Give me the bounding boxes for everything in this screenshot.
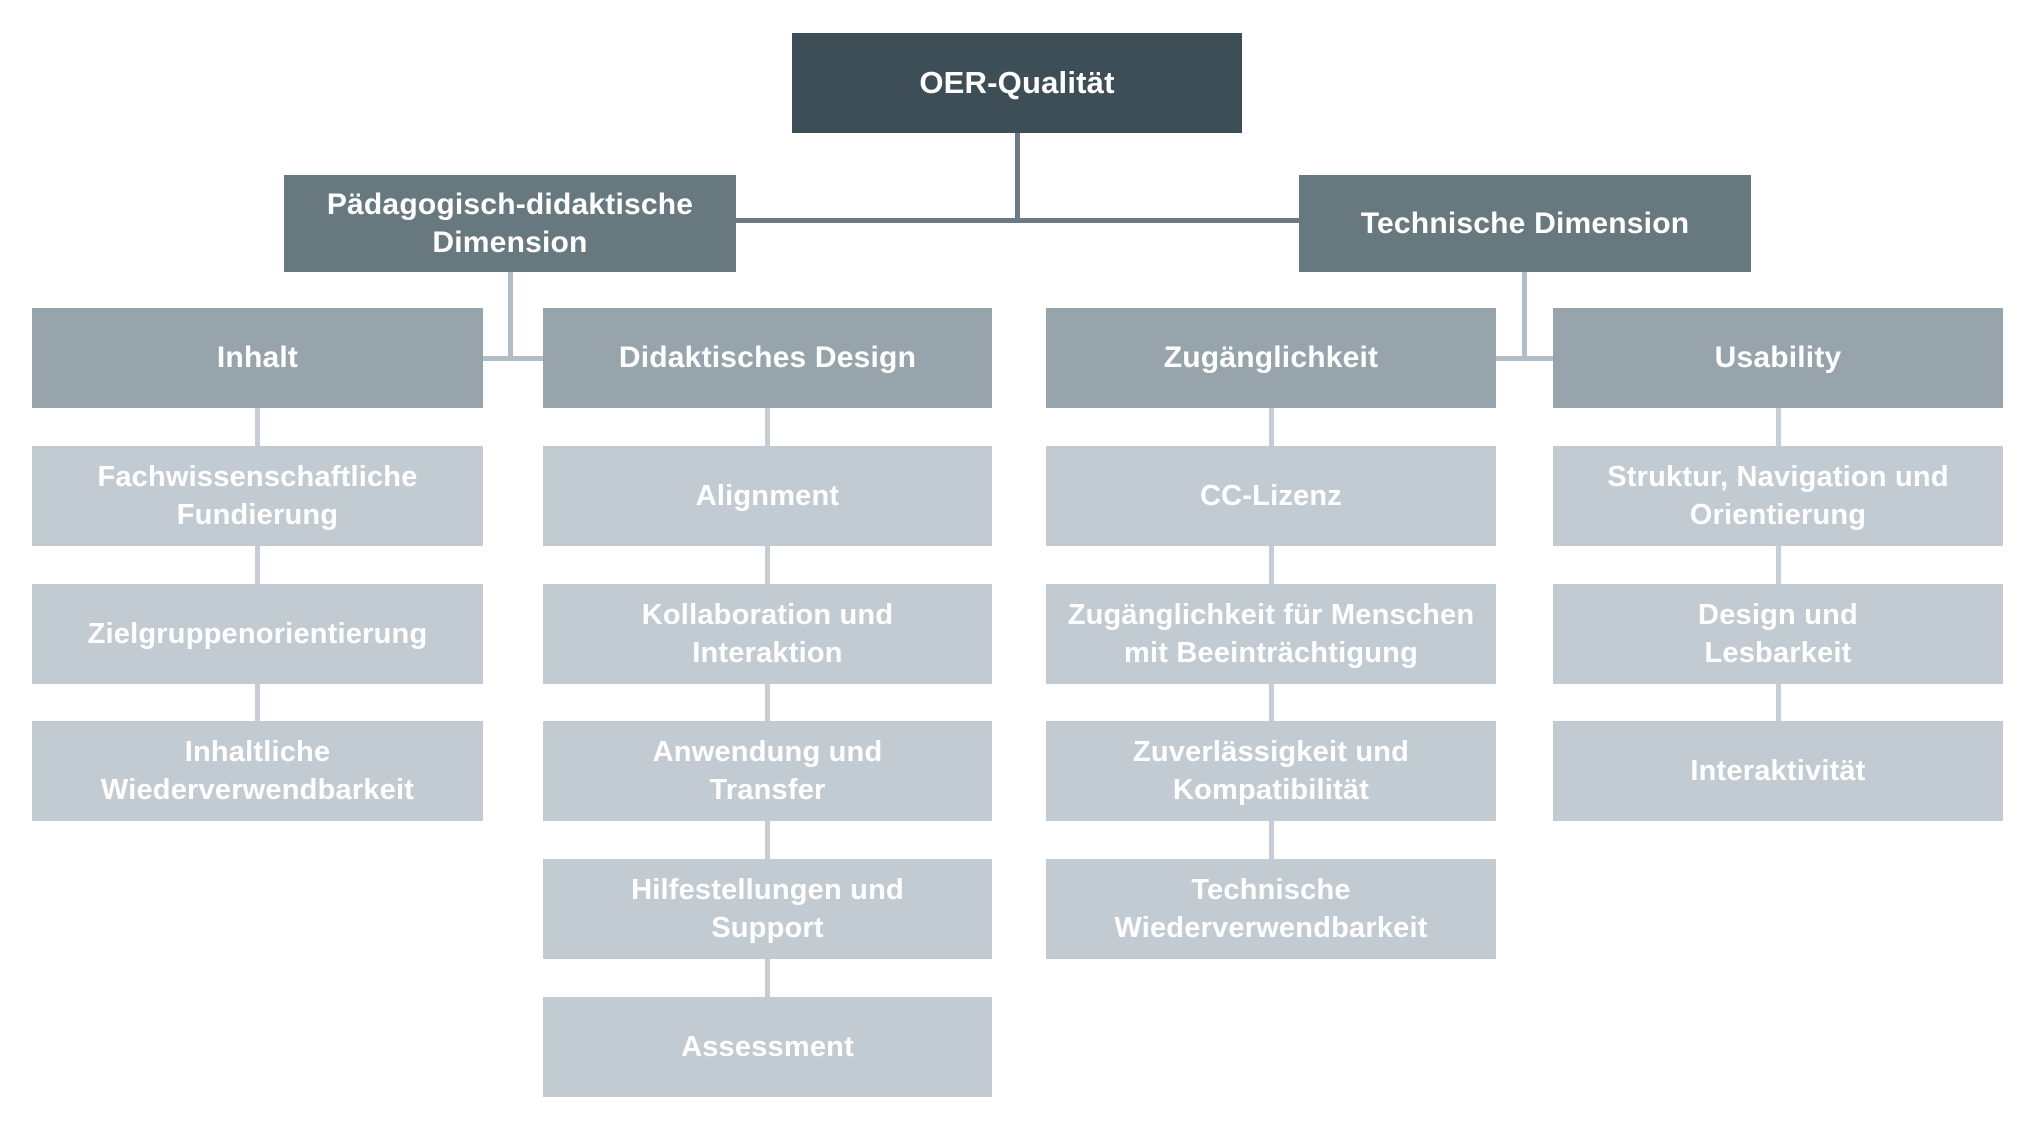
connector-dimension1-horizontal xyxy=(483,356,543,361)
node-fachwissenschaftliche-fundierung: Fachwissenschaftliche Fundierung xyxy=(32,446,483,546)
node-header-usability: Usability xyxy=(1553,308,2003,408)
node-cc-lizenz: CC-Lizenz xyxy=(1046,446,1496,546)
connector-root-vertical xyxy=(1015,133,1020,223)
connector-col1-seg1 xyxy=(255,408,260,446)
node-header-zugaenglichkeit: Zugänglichkeit xyxy=(1046,308,1496,408)
connector-dimension1-vertical xyxy=(508,272,513,361)
node-hilfestellungen-und-support: Hilfestellungen und Support xyxy=(543,859,992,959)
connector-col3-seg4 xyxy=(1269,821,1274,859)
connector-col3-seg2 xyxy=(1269,546,1274,584)
connector-col2-seg2 xyxy=(765,546,770,584)
node-technische-wiederverwendbarkeit: Technische Wiederverwendbarkeit xyxy=(1046,859,1496,959)
connector-root-horizontal xyxy=(736,218,1299,223)
connector-col4-seg3 xyxy=(1776,684,1781,721)
connector-col4-seg2 xyxy=(1776,546,1781,584)
node-struktur-navigation-orientierung: Struktur, Navigation und Orientierung xyxy=(1553,446,2003,546)
node-anwendung-und-transfer: Anwendung und Transfer xyxy=(543,721,992,821)
node-header-inhalt: Inhalt xyxy=(32,308,483,408)
connector-col2-seg4 xyxy=(765,821,770,859)
node-technische-dimension: Technische Dimension xyxy=(1299,175,1751,272)
connector-col4-seg1 xyxy=(1776,408,1781,446)
node-zuverlaessigkeit-und-kompatibilitaet: Zuverlässigkeit und Kompatibilität xyxy=(1046,721,1496,821)
node-interaktivitaet: Interaktivität xyxy=(1553,721,2003,821)
node-alignment: Alignment xyxy=(543,446,992,546)
node-kollaboration-und-interaktion: Kollaboration und Interaktion xyxy=(543,584,992,684)
node-header-didaktisches-design: Didaktisches Design xyxy=(543,308,992,408)
node-inhaltliche-wiederverwendbarkeit: Inhaltliche Wiederverwendbarkeit xyxy=(32,721,483,821)
connector-col2-seg5 xyxy=(765,959,770,997)
connector-col2-seg3 xyxy=(765,684,770,721)
connector-col1-seg3 xyxy=(255,684,260,721)
connector-col2-seg1 xyxy=(765,408,770,446)
node-design-und-lesbarkeit: Design und Lesbarkeit xyxy=(1553,584,2003,684)
connector-col1-seg2 xyxy=(255,546,260,584)
connector-col3-seg3 xyxy=(1269,684,1274,721)
node-zugaenglichkeit-fuer-menschen: Zugänglichkeit für Menschen mit Beeinträ… xyxy=(1046,584,1496,684)
node-zielgruppenorientierung: Zielgruppenorientierung xyxy=(32,584,483,684)
node-paedagogisch-didaktische-dimension: Pädagogisch-didaktische Dimension xyxy=(284,175,736,272)
node-oer-qualitaet: OER-Qualität xyxy=(792,33,1242,133)
node-assessment: Assessment xyxy=(543,997,992,1097)
connector-col3-seg1 xyxy=(1269,408,1274,446)
connector-dimension2-horizontal xyxy=(1496,356,1553,361)
connector-dimension2-vertical xyxy=(1522,272,1527,361)
